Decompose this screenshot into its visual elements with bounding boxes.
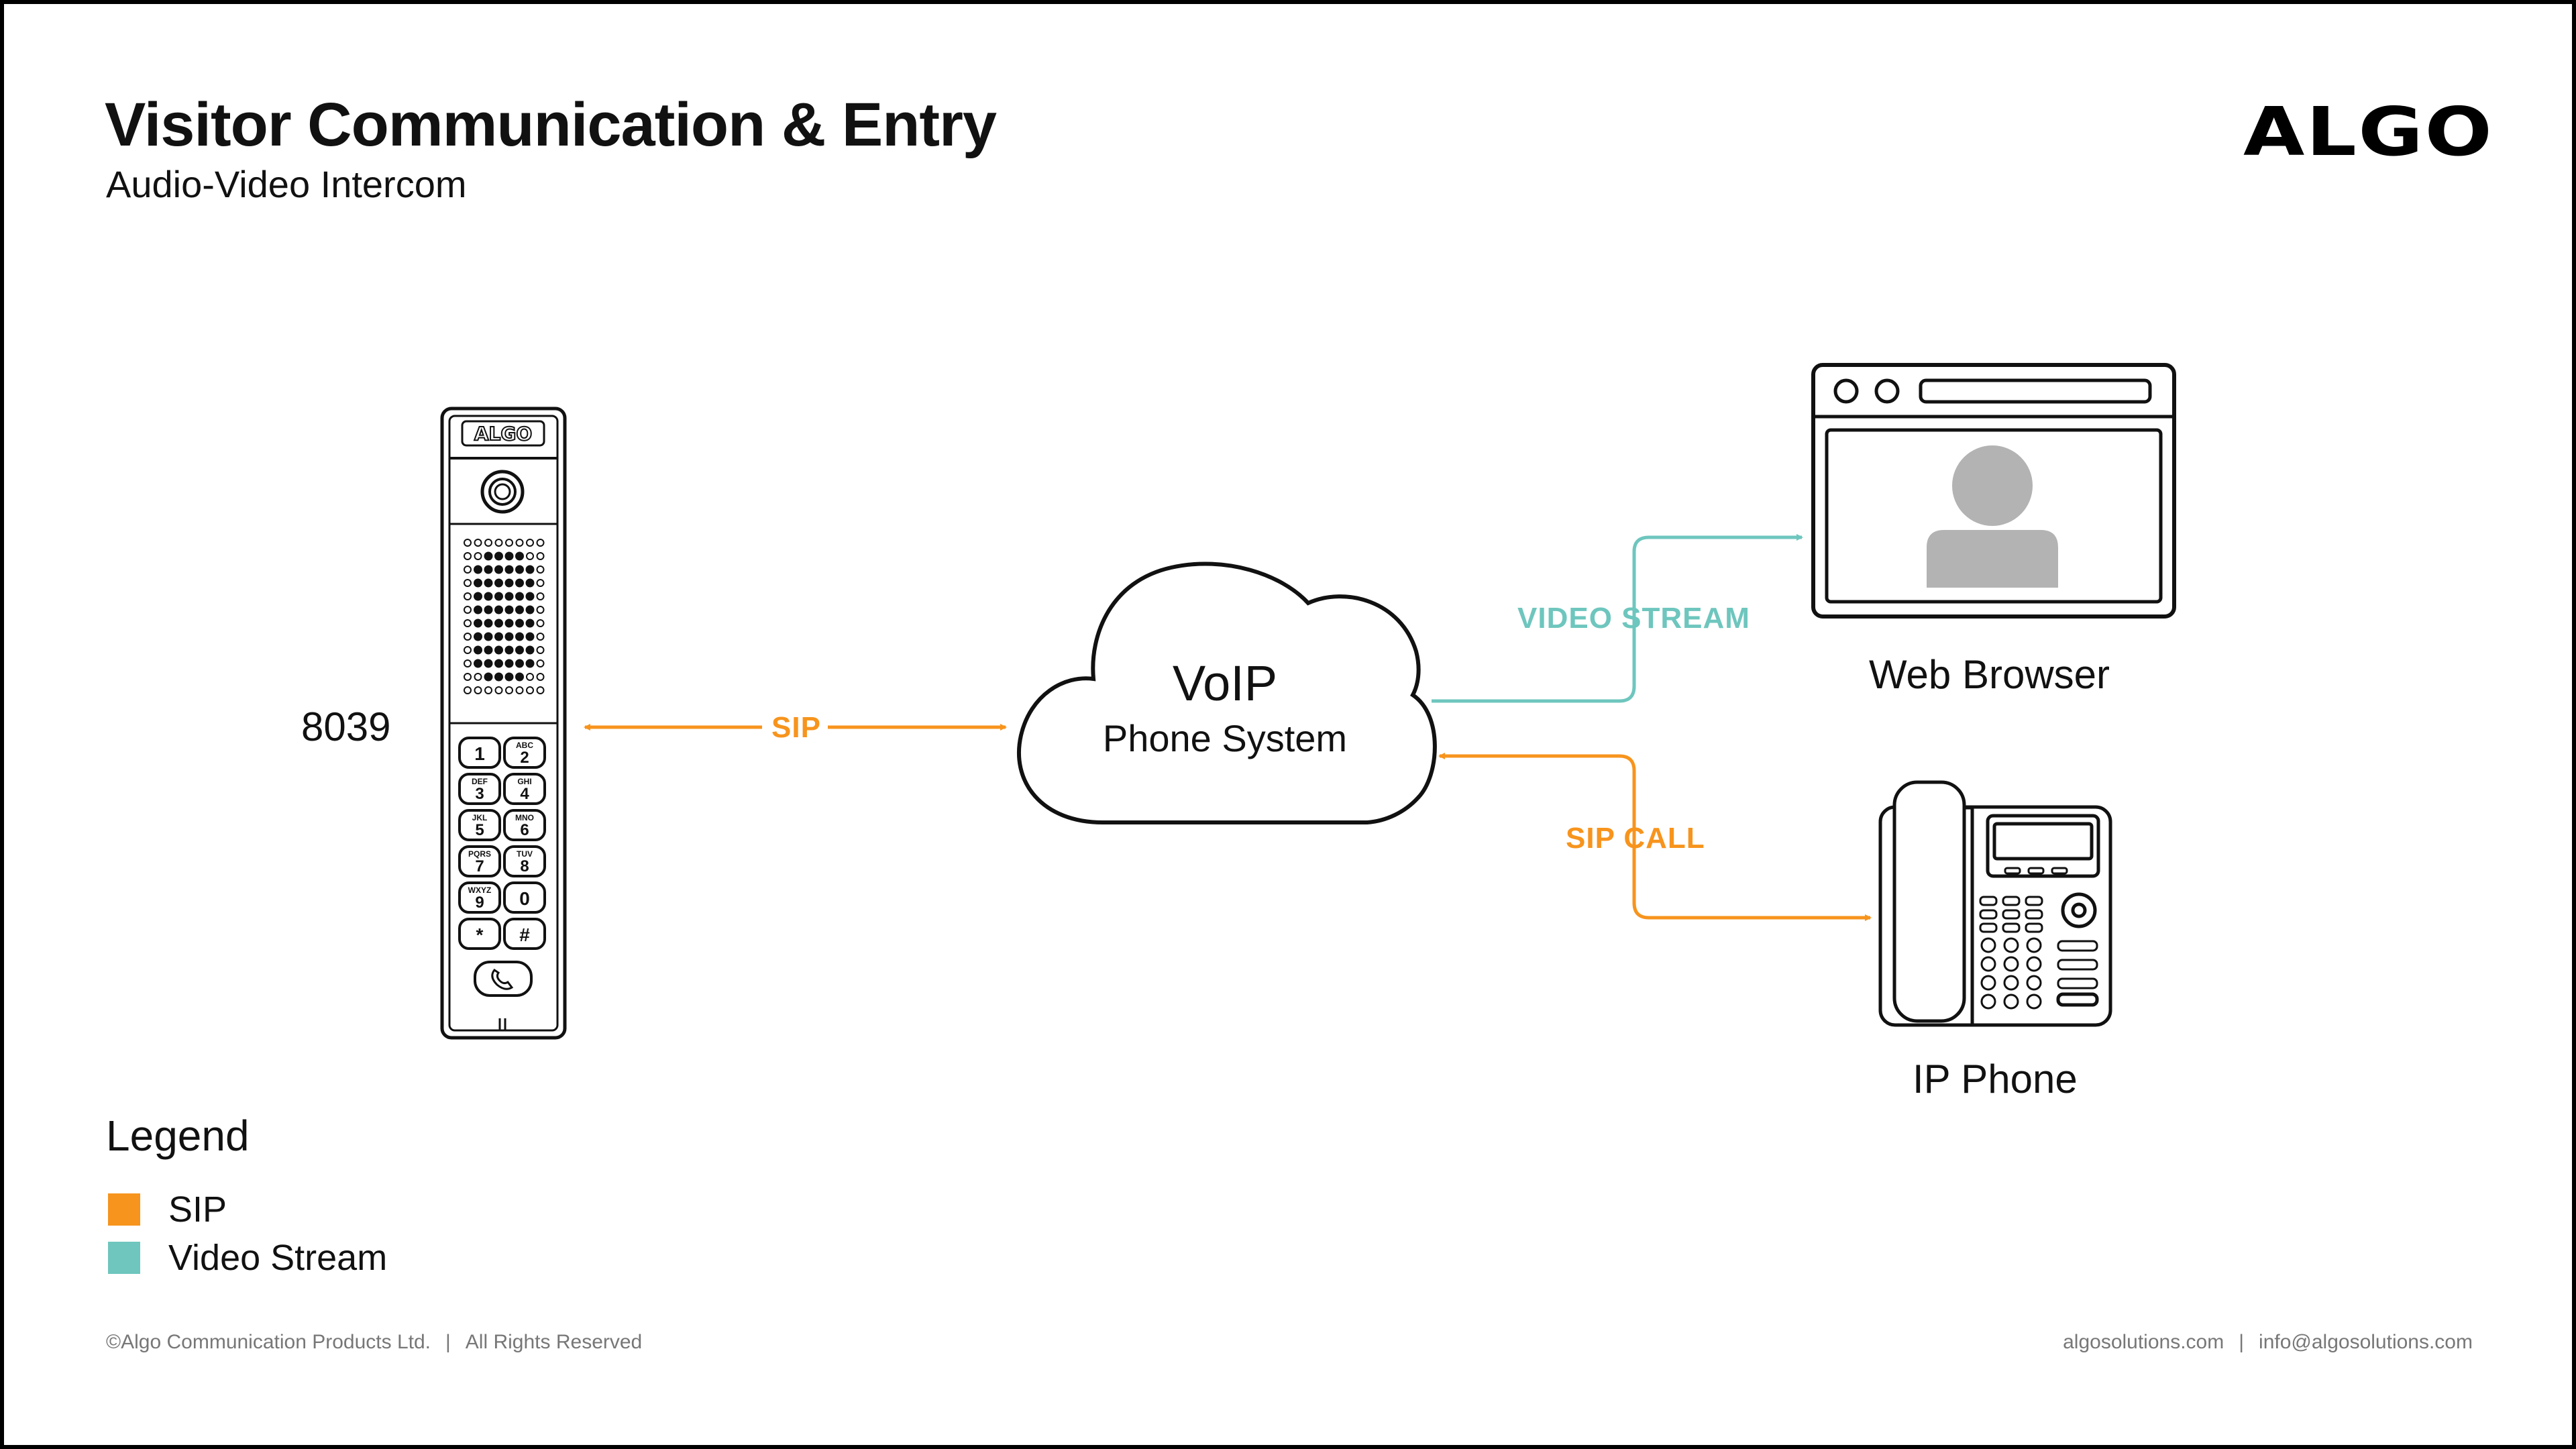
phone-dial-key	[2003, 975, 2019, 991]
phone-line-key	[2057, 959, 2098, 971]
keypad-letters: WXYZ	[468, 885, 492, 895]
keypad-digit: 9	[475, 894, 484, 912]
speaker-grille	[464, 539, 545, 694]
phone-function-key	[2025, 896, 2043, 906]
voip-cloud-icon	[1016, 561, 1437, 824]
legend-swatch-video-stream	[108, 1242, 140, 1274]
keypad-digit: 8	[520, 857, 529, 875]
user-avatar-icon	[1952, 445, 2033, 526]
keypad-digit: 5	[475, 821, 484, 839]
sip-label: SIP	[771, 711, 821, 744]
phone-dial-key	[1980, 956, 1996, 972]
phone-line-key	[2057, 940, 2098, 952]
phone-function-key	[1979, 896, 1998, 906]
copyright-text: ©Algo Communication Products Ltd.	[106, 1331, 431, 1353]
keypad-key: 1	[458, 737, 501, 769]
ip-phone-icon	[1878, 780, 2112, 1027]
page-subtitle: Audio-Video Intercom	[106, 163, 467, 205]
keypad-letters: JKL	[472, 813, 488, 822]
phone-function-key	[1979, 909, 1998, 920]
video-stream-connection	[1432, 534, 1803, 703]
ip-phone-label: IP Phone	[1913, 1057, 2078, 1102]
phone-dial-key	[2003, 994, 2019, 1010]
cloud-subtitle: Phone System	[1102, 717, 1348, 759]
keypad-digit: 2	[520, 749, 529, 767]
phone-function-key	[2002, 896, 2021, 906]
intercom-label: 8039	[301, 704, 391, 749]
keypad-digit: *	[476, 924, 484, 945]
legend-swatch-sip	[108, 1193, 140, 1226]
legend-label-video-stream: Video Stream	[168, 1238, 388, 1278]
phone-dial-key	[1980, 937, 1996, 953]
phone-function-key	[2025, 909, 2043, 920]
web-browser-label: Web Browser	[1869, 652, 2110, 697]
phone-function-key	[2002, 922, 2021, 933]
rights-text: All Rights Reserved	[465, 1331, 643, 1353]
keypad-key: #	[503, 918, 546, 950]
sip-call-connection	[1438, 753, 1872, 921]
keypad-digit: 4	[520, 785, 529, 803]
legend-item-sip: SIP	[108, 1189, 227, 1230]
footer-left: ©Algo Communication Products Ltd.|All Ri…	[106, 1331, 643, 1353]
phone-dial-key	[2003, 956, 2019, 972]
phone-function-key	[2002, 909, 2021, 920]
phone-dial-key	[2026, 994, 2042, 1010]
phone-dial-key	[2026, 975, 2042, 991]
keypad-key: 0	[503, 881, 546, 914]
website-link[interactable]: algosolutions.com	[2063, 1331, 2224, 1353]
phone-line-key	[2057, 977, 2098, 989]
keypad-digit: 0	[519, 888, 530, 909]
keypad-letters: ABC	[516, 741, 533, 750]
keypad-digit: 6	[520, 821, 529, 839]
web-browser-icon	[1811, 363, 2176, 619]
phone-dial-key	[1980, 994, 1996, 1010]
phone-dial-key	[2026, 956, 2042, 972]
legend-title: Legend	[106, 1112, 250, 1160]
phone-function-key	[1979, 922, 1998, 933]
keypad-digit: 3	[475, 785, 484, 803]
legend-label-sip: SIP	[168, 1189, 227, 1230]
keypad-letters: TUV	[517, 849, 533, 859]
sip-call-label: SIP CALL	[1566, 822, 1705, 855]
page-title: Visitor Communication & Entry	[105, 91, 997, 159]
video-stream-label: VIDEO STREAM	[1517, 602, 1750, 635]
keypad-digit: 7	[475, 857, 484, 875]
cloud-title: VoIP	[1172, 655, 1278, 711]
keypad-key: *	[458, 918, 501, 950]
keypad-digit: #	[519, 924, 530, 945]
email-link[interactable]: info@algosolutions.com	[2259, 1331, 2473, 1353]
phone-dial-key	[1980, 975, 1996, 991]
keypad-letters: GHI	[517, 777, 531, 786]
footer-right: algosolutions.com|info@algosolutions.com	[2063, 1331, 2473, 1353]
algo-logo: ALGO	[2243, 93, 2494, 171]
phone-dial-key	[2003, 937, 2019, 953]
keypad-letters: PQRS	[468, 849, 491, 859]
keypad-digit: 1	[474, 743, 485, 764]
phone-function-key	[2025, 922, 2043, 933]
ip-phone-keys	[1979, 896, 2098, 1010]
phone-dial-key	[2026, 937, 2042, 953]
keypad-letters: DEF	[472, 777, 488, 786]
intercom-brand: ALGO	[474, 423, 532, 445]
keypad-letters: MNO	[515, 813, 534, 822]
legend-item-video-stream: Video Stream	[108, 1237, 387, 1279]
